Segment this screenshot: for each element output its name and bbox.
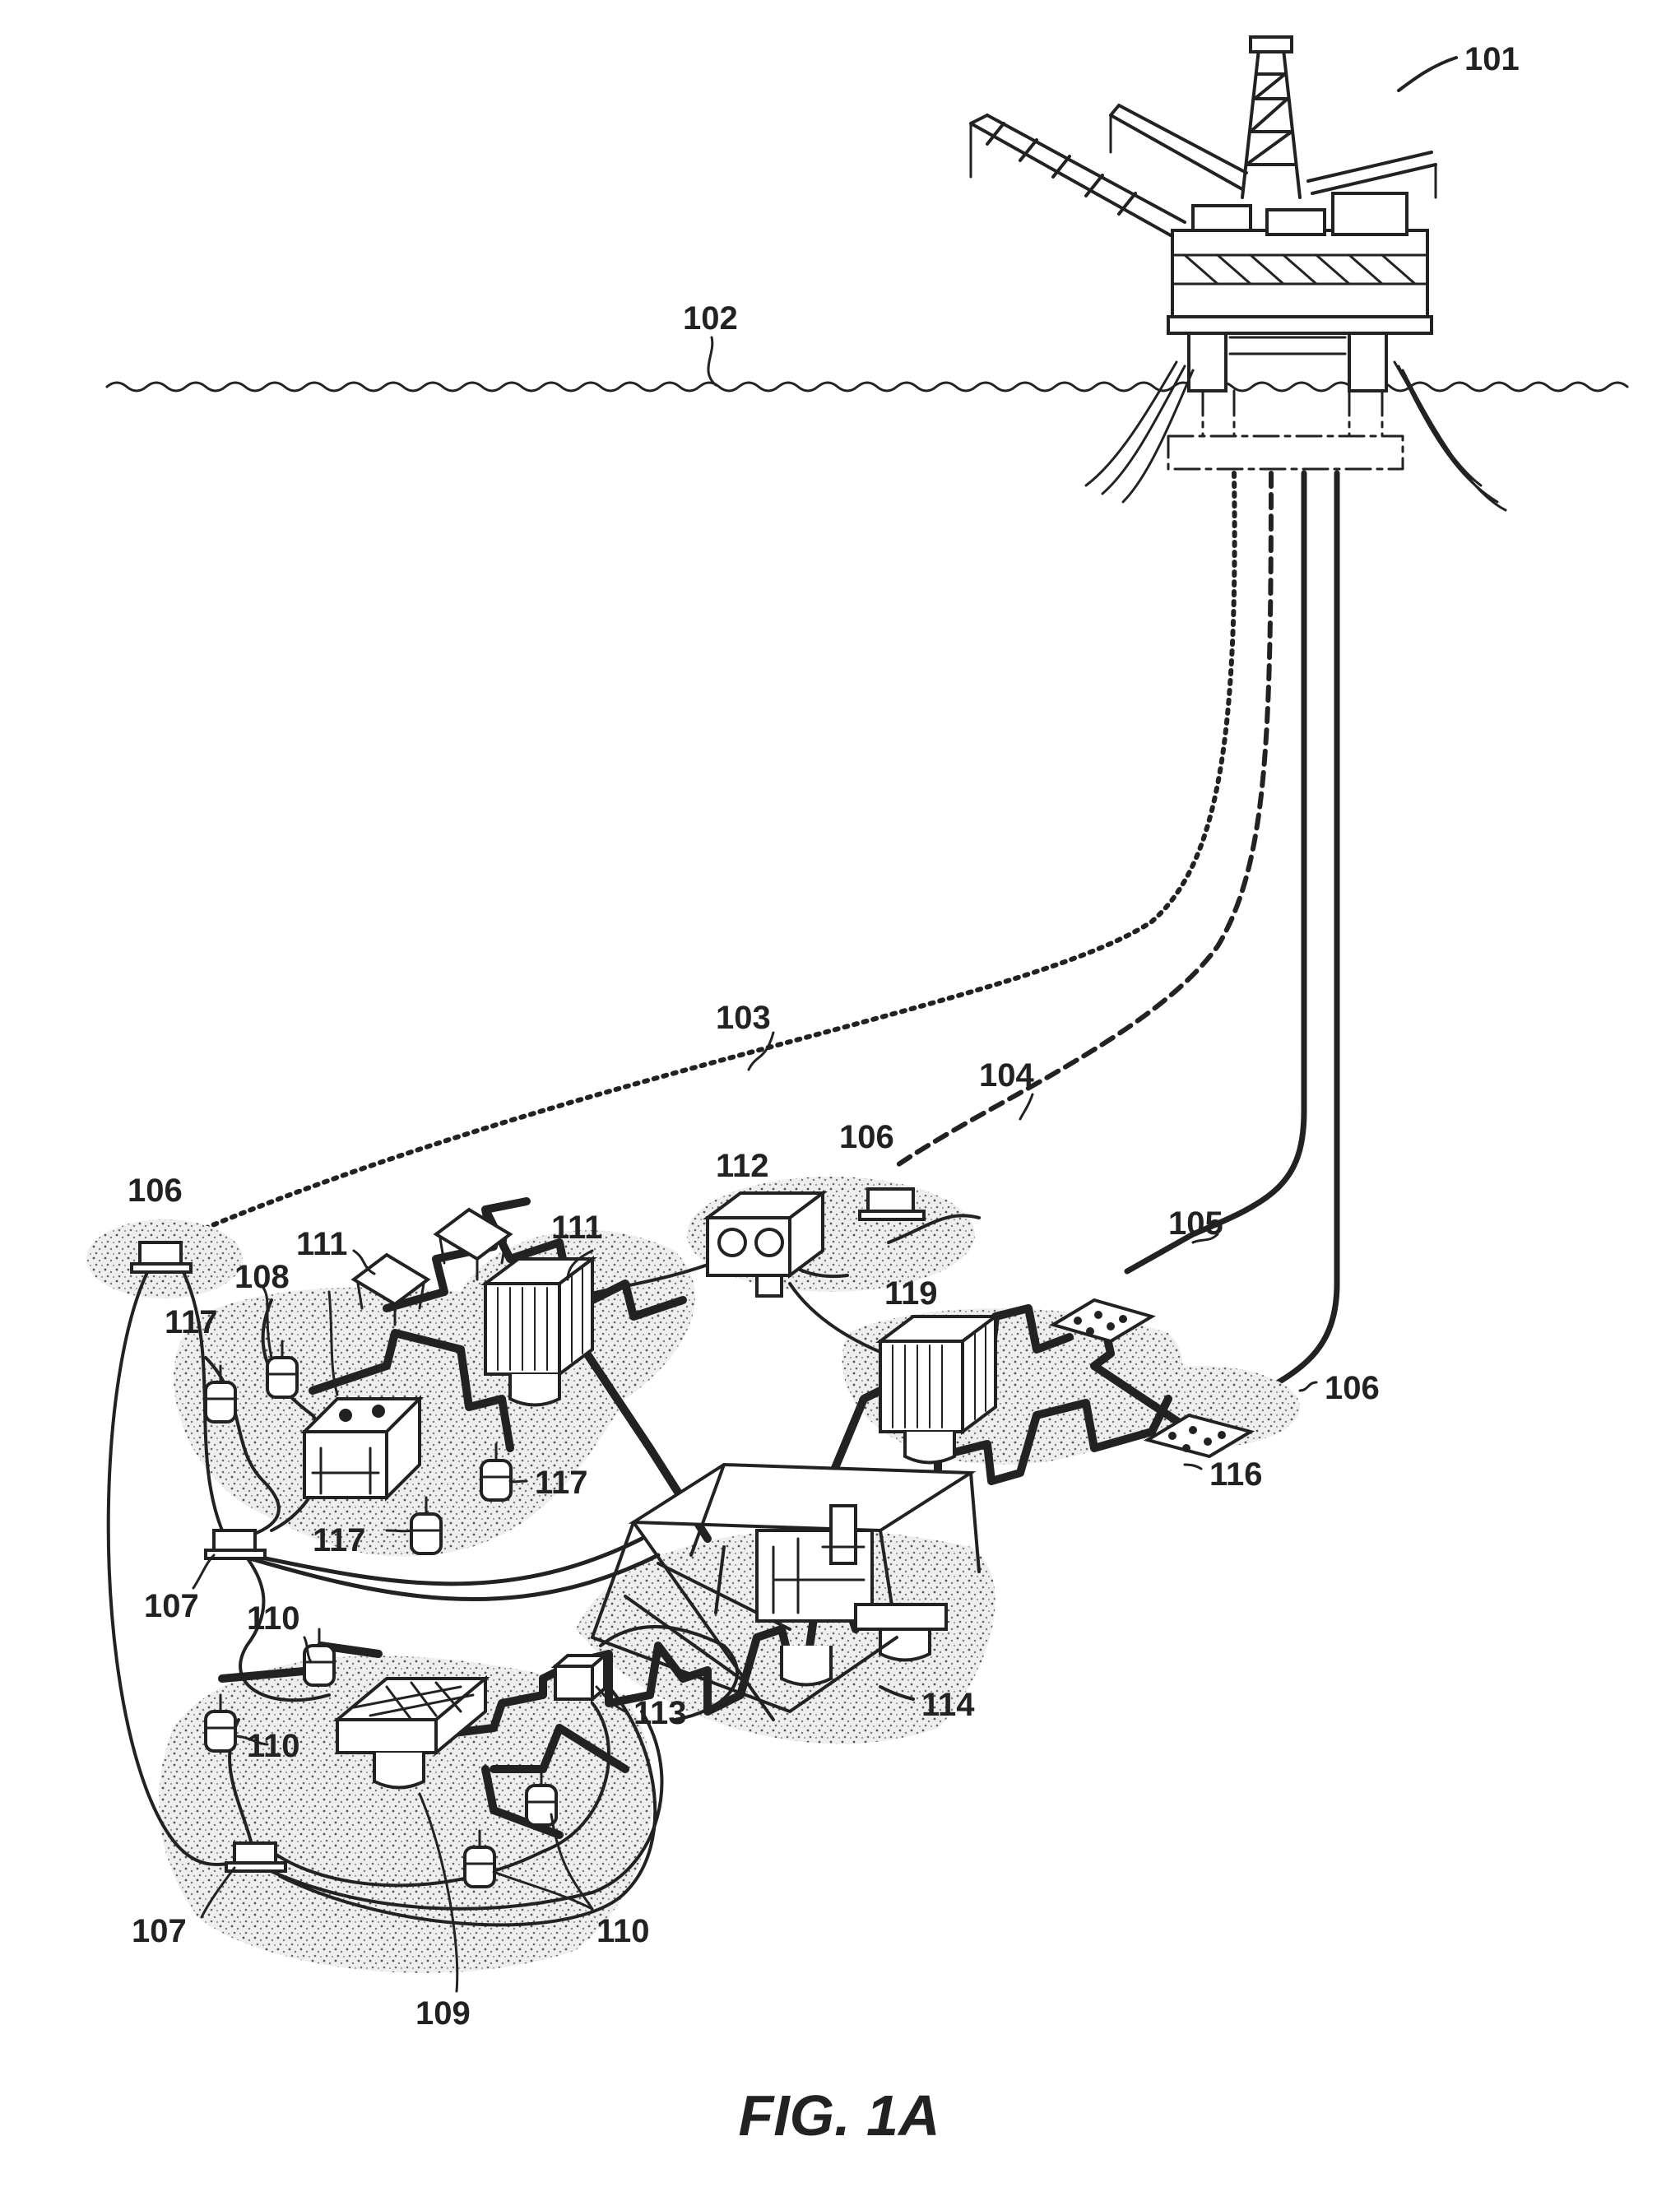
sea-surface-wave-line xyxy=(107,383,1627,391)
label-119: 119 xyxy=(884,1275,938,1312)
label-111-right: 111 xyxy=(551,1210,602,1246)
label-117-bottom: 117 xyxy=(313,1522,366,1558)
manifold-108 xyxy=(304,1399,420,1498)
label-101: 101 xyxy=(1464,41,1520,77)
label-110-left: 110 xyxy=(247,1728,300,1764)
label-107-lower: 107 xyxy=(132,1913,187,1949)
label-117-right: 117 xyxy=(535,1465,588,1501)
module-106-left xyxy=(132,1242,191,1272)
label-111-left: 111 xyxy=(296,1226,347,1262)
label-104: 104 xyxy=(979,1057,1034,1094)
junction-box-113 xyxy=(555,1656,605,1699)
label-102: 102 xyxy=(683,300,738,337)
label-106-center: 106 xyxy=(839,1119,894,1155)
label-112: 112 xyxy=(716,1148,769,1184)
flowline-105 xyxy=(1127,473,1304,1271)
label-110-right: 110 xyxy=(596,1913,650,1949)
label-117-left: 117 xyxy=(165,1304,218,1340)
label-105: 105 xyxy=(1168,1205,1223,1242)
module-106-center xyxy=(860,1189,924,1219)
dotted-line-103 xyxy=(181,473,1235,1238)
label-108: 108 xyxy=(234,1259,290,1295)
label-106-right: 106 xyxy=(1325,1370,1380,1406)
label-113: 113 xyxy=(633,1695,687,1731)
offshore-platform xyxy=(971,37,1506,510)
dashed-line-104 xyxy=(893,473,1271,1168)
figure-caption: FIG. 1A xyxy=(738,2083,940,2148)
label-107-upper: 107 xyxy=(144,1588,199,1624)
label-109: 109 xyxy=(415,1995,471,2032)
label-103: 103 xyxy=(716,1000,771,1036)
label-116: 116 xyxy=(1209,1456,1263,1493)
label-114: 114 xyxy=(921,1687,975,1723)
label-110-top: 110 xyxy=(247,1600,300,1637)
label-106-left: 106 xyxy=(128,1173,183,1209)
